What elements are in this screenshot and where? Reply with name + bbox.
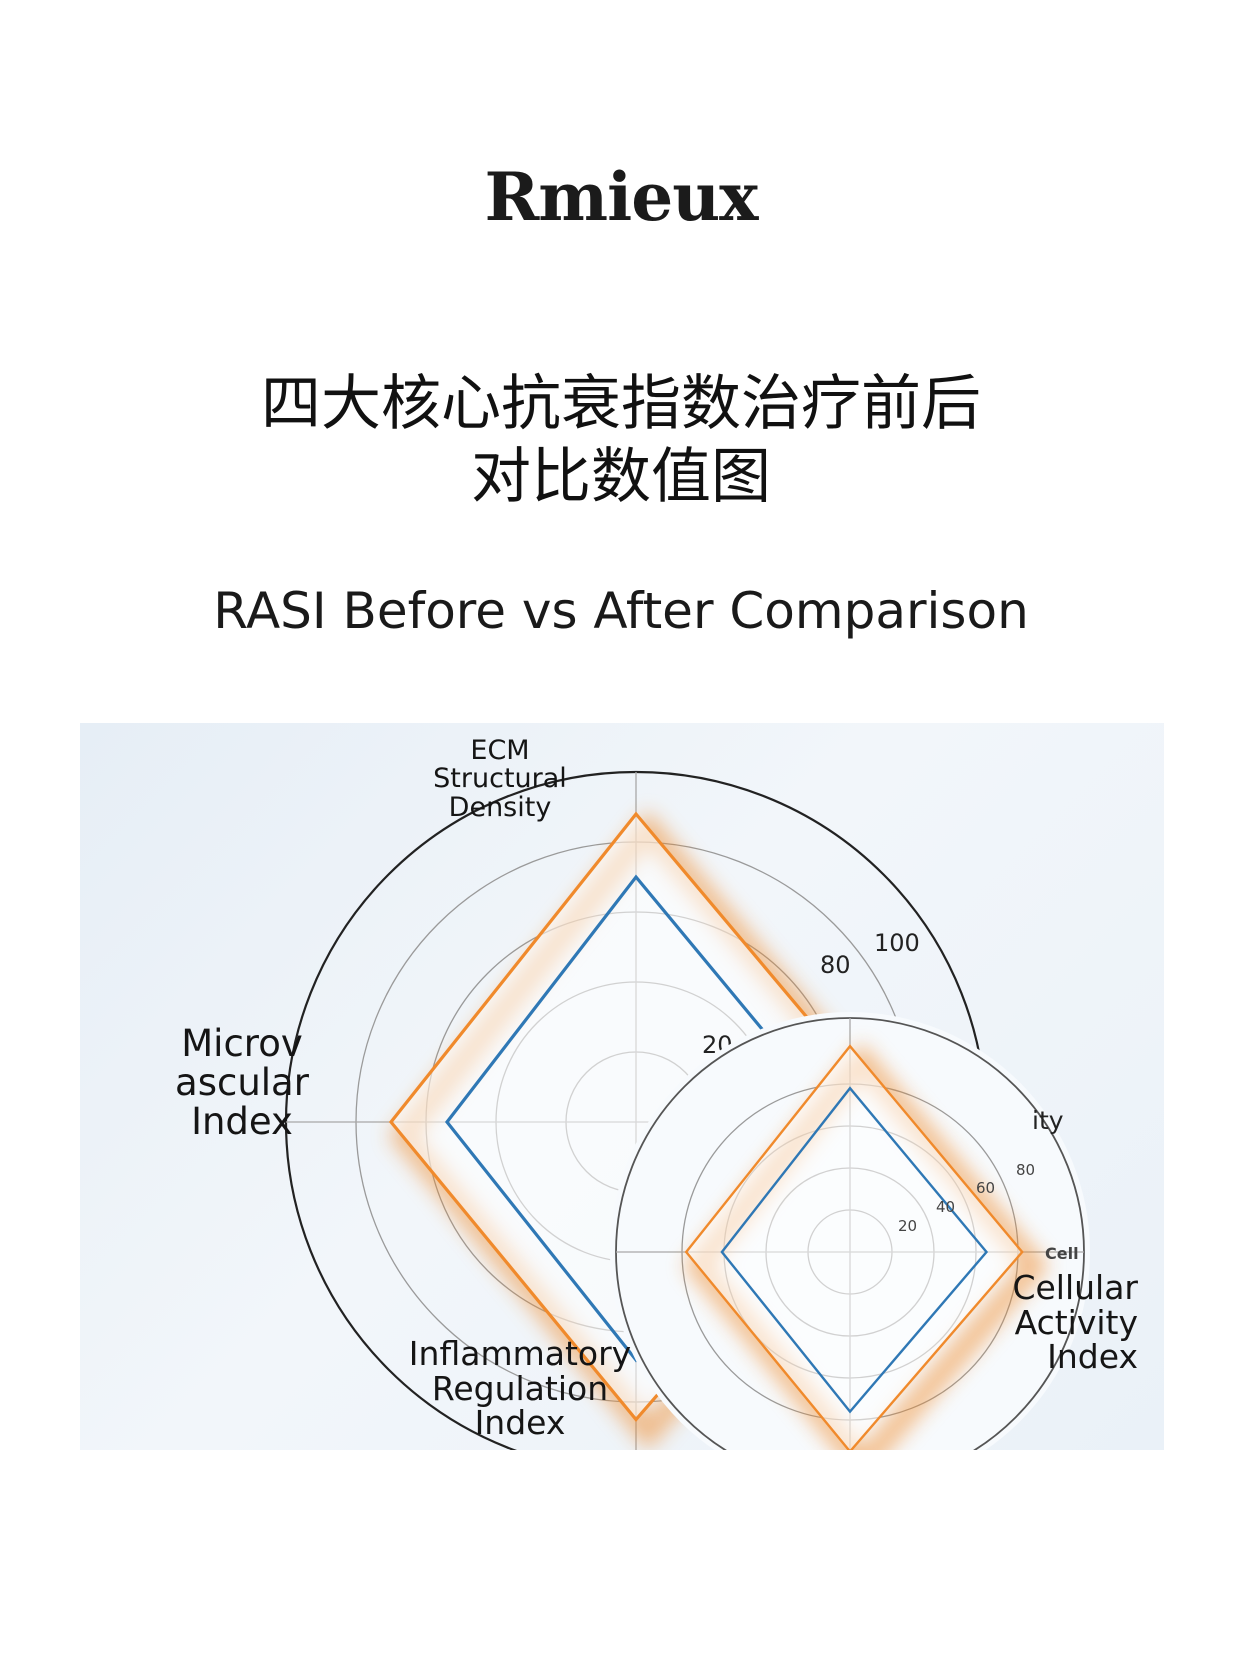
radial-tick-label: 100 xyxy=(874,929,920,957)
series-after-polygon xyxy=(684,1044,1024,1450)
axis-label-line: Inflammatory xyxy=(408,1334,632,1373)
axis-fragment-label: Cell xyxy=(1045,1244,1079,1263)
axis-label-microvascular: Microv ascular Index xyxy=(152,1022,332,1143)
page-subtitle: RASI Before vs After Comparison xyxy=(213,582,1029,640)
axis-label-line: ascular xyxy=(175,1060,309,1104)
radial-tick-label: 60 xyxy=(976,1179,995,1197)
page-title-line1: 四大核心抗衰指数治疗前后 xyxy=(261,369,981,439)
radial-tick-label: 80 xyxy=(1016,1161,1035,1179)
radial-tick-label: 40 xyxy=(936,1198,955,1216)
axis-label-line: Regulation xyxy=(431,1368,609,1408)
page-title-line2: 对比数值图 xyxy=(471,442,771,512)
brand-logo: Rmieux xyxy=(484,158,758,236)
axis-label-line: Structural xyxy=(433,763,567,795)
axis-label-line: Cellular xyxy=(1012,1268,1138,1307)
axis-label-cellular: Cellular Activity Index xyxy=(940,1268,1138,1377)
axis-label-ecm: ECM Structural Density xyxy=(410,735,590,823)
axis-label-line: Index xyxy=(474,1403,566,1443)
radial-tick-label: 20 xyxy=(898,1217,917,1235)
axis-fragment-label: ity xyxy=(1032,1106,1064,1135)
axis-label-line: Density xyxy=(448,791,552,823)
axis-label-line: ECM xyxy=(470,735,530,766)
axis-label-inflammatory: Inflammatory Regulation Index xyxy=(390,1334,650,1443)
axis-label-line: Microv xyxy=(181,1022,303,1065)
series-before-polygon xyxy=(720,1086,989,1414)
axis-label-line: Index xyxy=(191,1099,293,1143)
radial-tick-label: 80 xyxy=(820,951,851,979)
axis-label-line: Index xyxy=(1047,1337,1138,1377)
axis-label-line: Activity xyxy=(1014,1302,1138,1342)
